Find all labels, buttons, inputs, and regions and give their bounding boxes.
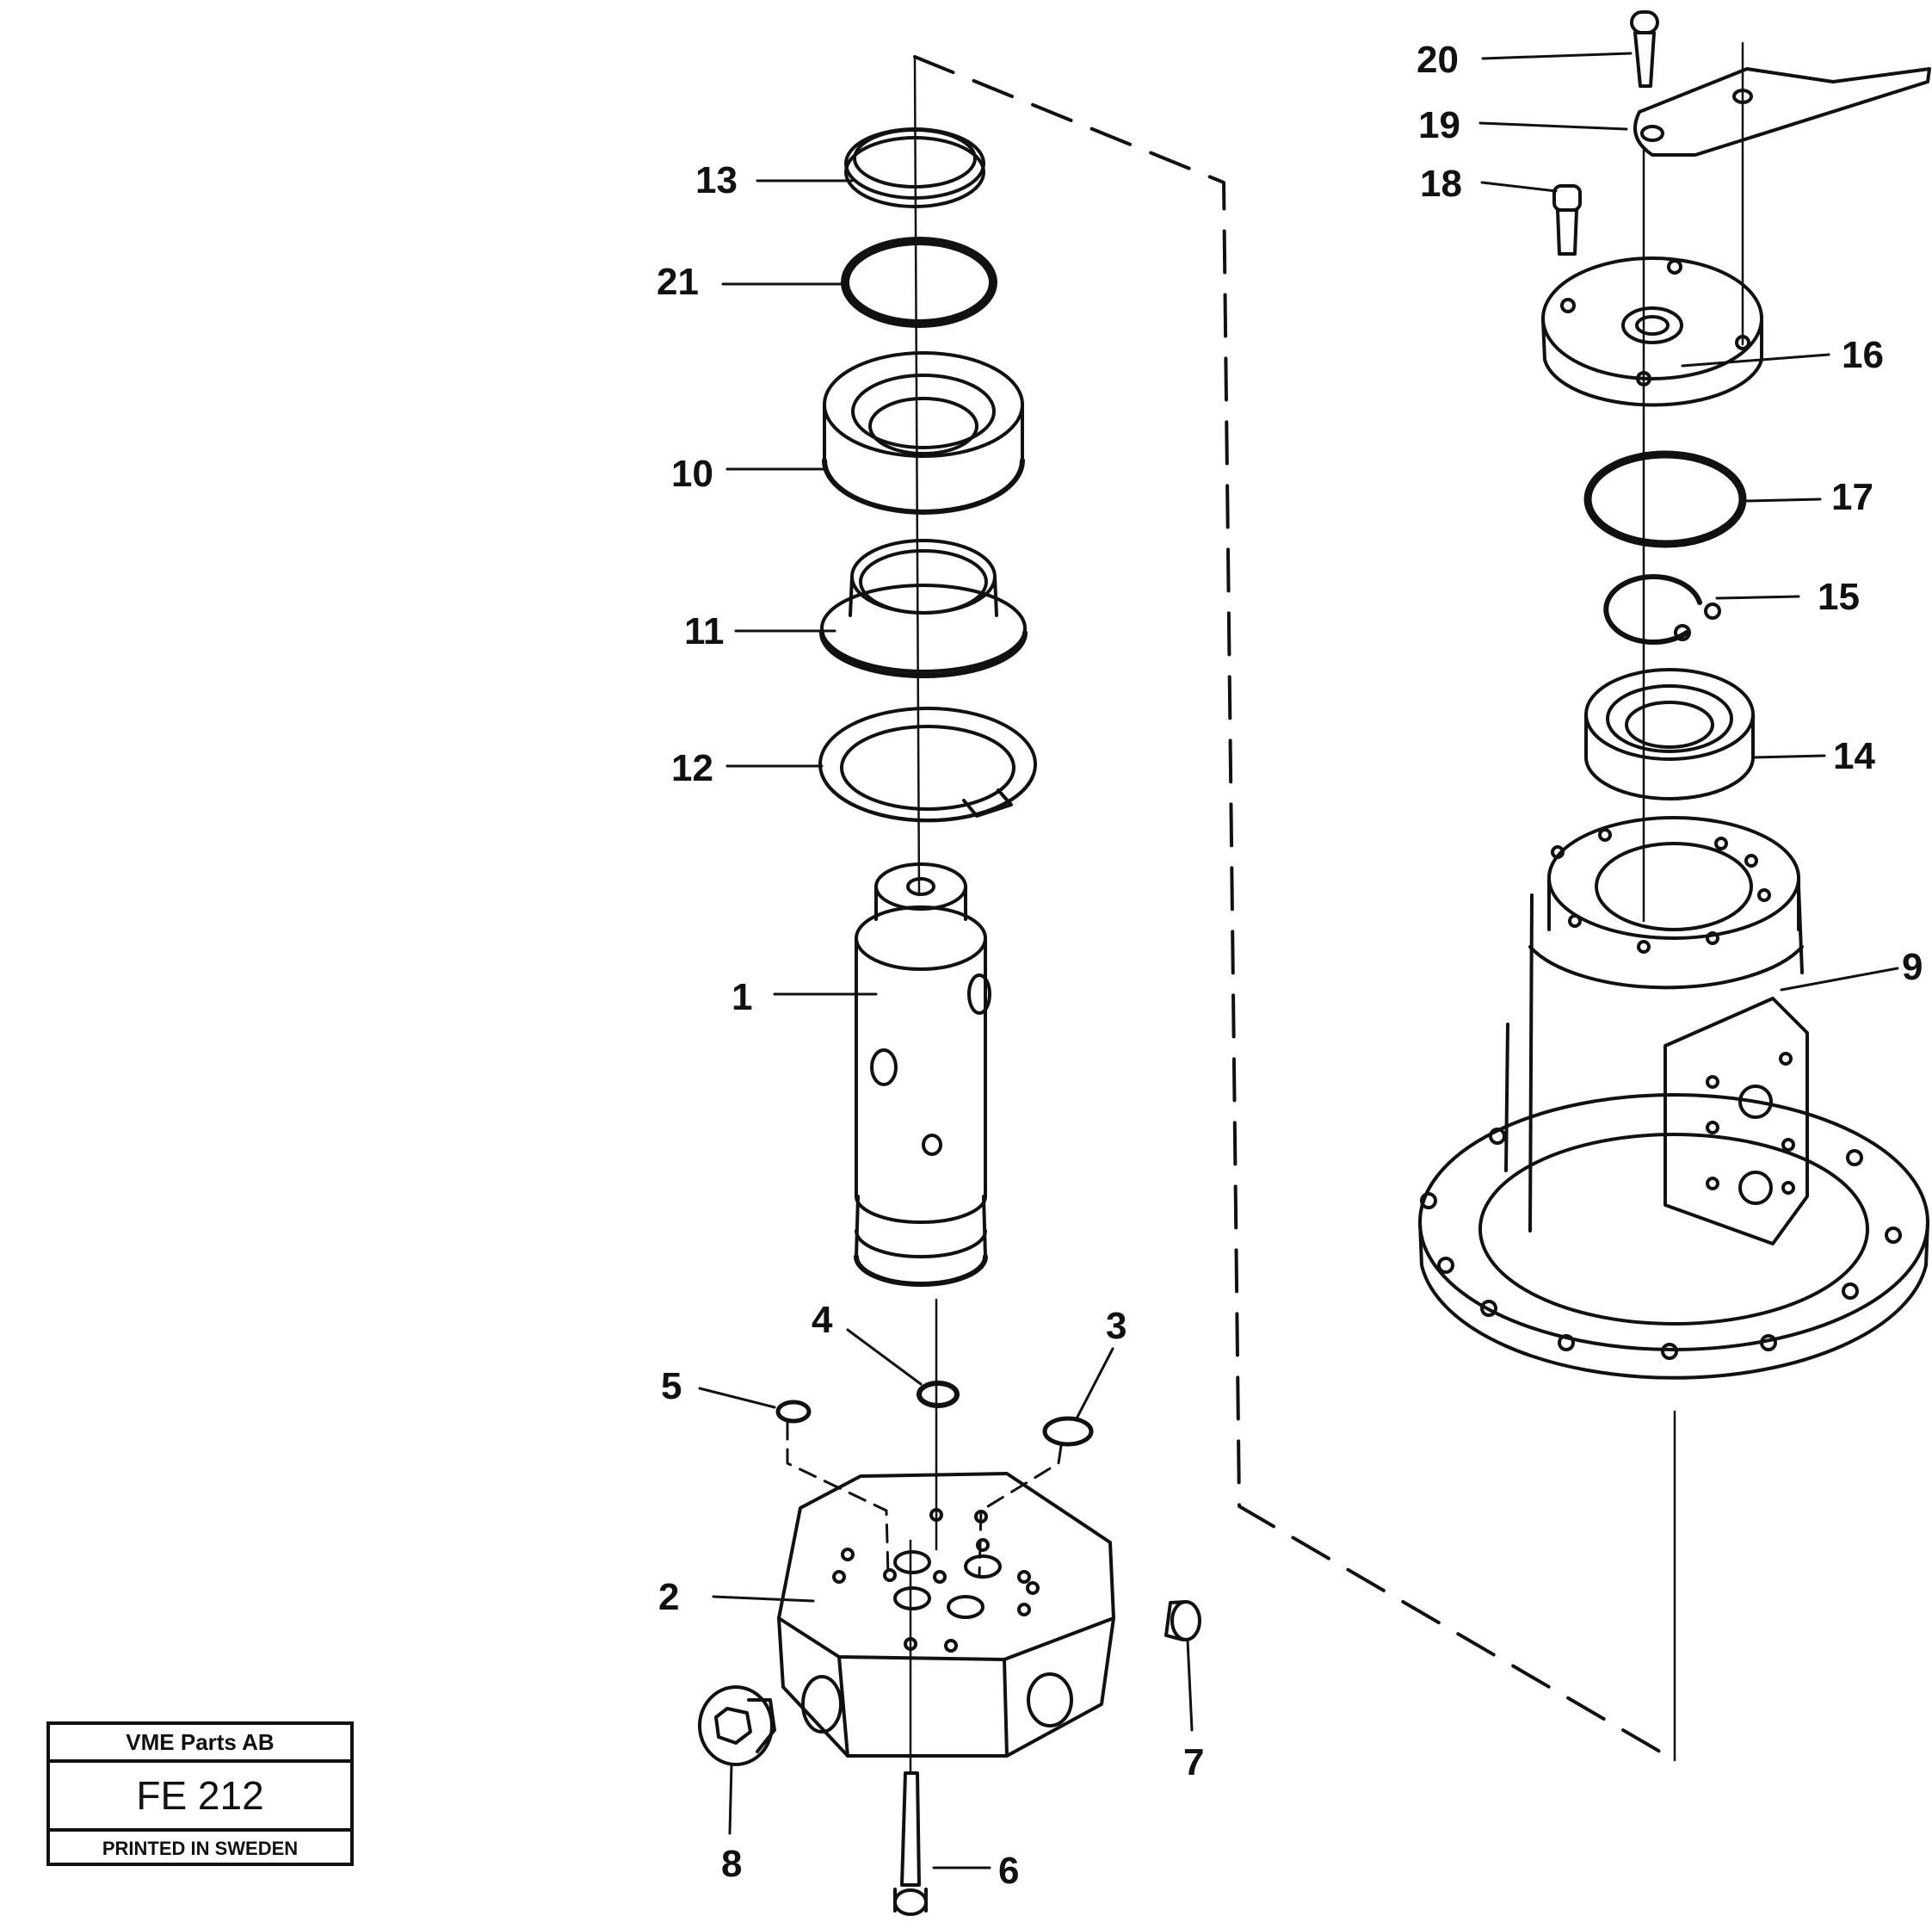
callout-9: 9	[1902, 946, 1923, 988]
callout-4: 4	[812, 1299, 833, 1341]
part-11-flanged-bushing	[819, 539, 1028, 678]
callout-6: 6	[998, 1850, 1019, 1892]
part-12-slotted-washer	[818, 707, 1037, 823]
callout-1: 1	[731, 976, 752, 1018]
part-20-bolt	[1630, 10, 1659, 88]
callout-17: 17	[1831, 476, 1873, 518]
callout-12: 12	[671, 747, 713, 789]
callout-2: 2	[658, 1576, 679, 1618]
title-block-printed: PRINTED IN SWEDEN	[102, 1838, 299, 1859]
callout-3: 3	[1106, 1305, 1126, 1347]
part-7-plug	[1164, 1600, 1201, 1641]
callout-5: 5	[661, 1365, 682, 1407]
left-assembly-axis	[913, 57, 921, 897]
callout-21: 21	[657, 261, 699, 303]
part-10-bearing-cup	[822, 351, 1025, 515]
part-3-guide	[978, 1444, 1063, 1577]
part-6-bolt	[893, 1771, 928, 1916]
part-4-o-ring	[917, 1381, 960, 1408]
part-3-o-ring	[1042, 1416, 1094, 1447]
part-8-hex-plug	[698, 1685, 776, 1766]
part-13-ring	[844, 127, 985, 208]
part-18-bolt	[1552, 184, 1582, 256]
dashed-assembly-guide	[913, 55, 1676, 1762]
callout-labels: 13 21 10 11 12 1 2 4 5 3 6 7 8 20 19 18 …	[657, 39, 1923, 1892]
part-17-o-ring	[1583, 450, 1747, 548]
part-14-bearing	[1584, 668, 1755, 800]
callout-14: 14	[1833, 735, 1875, 777]
title-block: VME Parts AB FE 212 PRINTED IN SWEDEN	[46, 1721, 354, 1866]
callout-18: 18	[1420, 163, 1462, 205]
callout-7: 7	[1183, 1741, 1204, 1783]
callout-15: 15	[1818, 576, 1860, 618]
part-5-guide	[786, 1420, 890, 1577]
callout-19: 19	[1418, 104, 1460, 146]
part-16-cover-plate	[1541, 256, 1763, 407]
part-21-o-ring	[841, 237, 997, 328]
part-5-o-ring	[775, 1400, 812, 1424]
callout-10: 10	[671, 453, 713, 495]
title-block-code: FE 212	[50, 1763, 350, 1832]
part-19-bracket	[1633, 67, 1931, 157]
callout-8: 8	[721, 1843, 742, 1885]
leader-lines	[698, 52, 1899, 1869]
callout-13: 13	[695, 159, 738, 201]
part-15-circlip	[1603, 574, 1721, 646]
part-2-valve-block	[777, 1472, 1115, 1758]
callout-11: 11	[684, 610, 725, 652]
title-block-company: VME Parts AB	[50, 1725, 350, 1763]
callout-20: 20	[1417, 39, 1459, 81]
part-9-housing	[1418, 816, 1929, 1380]
callout-16: 16	[1842, 334, 1884, 376]
part-1-shaft	[854, 862, 991, 1287]
